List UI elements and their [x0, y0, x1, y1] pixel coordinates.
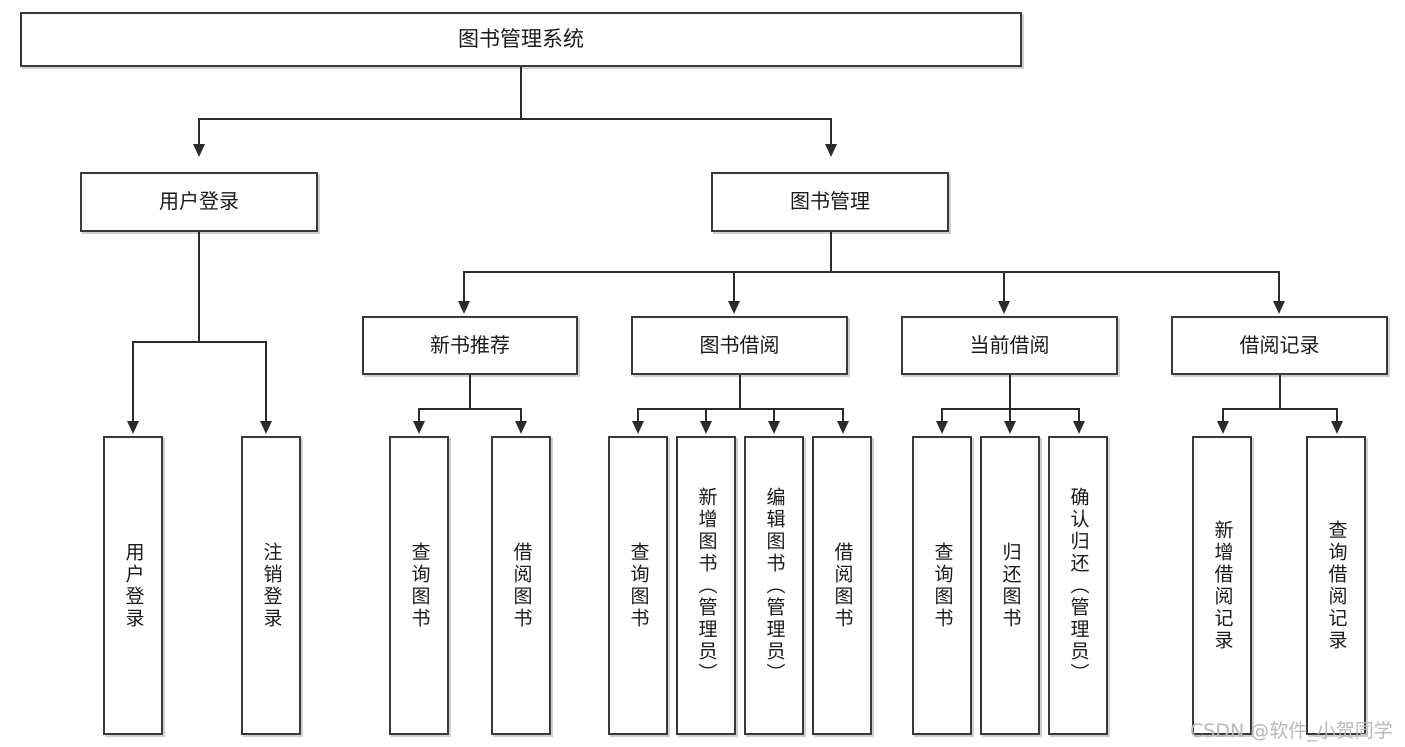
- arrow-to-new-book-recommend: [458, 301, 470, 314]
- edge-current-borrow-trunk: [1009, 375, 1011, 409]
- node-label: 借阅图书: [510, 541, 533, 630]
- node-borrow-record[interactable]: 借阅记录: [1171, 316, 1388, 375]
- edge-current-borrow-drop-1: [941, 408, 943, 423]
- edge-level3-drop-1: [463, 271, 465, 303]
- node-new-book-recommend[interactable]: 新书推荐: [362, 316, 578, 375]
- edge-borrow-record-drop-2: [1336, 408, 1338, 423]
- edge-level3-drop-2: [733, 271, 735, 303]
- edge-borrow-record-bus: [1222, 408, 1338, 410]
- edge-borrow-record-drop-1: [1222, 408, 1224, 423]
- node-root-system[interactable]: 图书管理系统: [20, 12, 1022, 67]
- arrow-root-to-book-management: [825, 144, 837, 157]
- node-user-login[interactable]: 用户登录: [80, 172, 318, 232]
- node-leaf-return-book[interactable]: 归还图书: [980, 436, 1040, 735]
- edge-new-book-trunk: [469, 375, 471, 409]
- node-label: 编辑图书（管理员）: [763, 486, 786, 685]
- csdn-watermark: CSDN @软件_小贺同学: [1190, 720, 1393, 742]
- node-leaf-user-login[interactable]: 用户登录: [103, 436, 163, 735]
- node-book-management[interactable]: 图书管理: [711, 172, 949, 232]
- node-leaf-query-book-1[interactable]: 查询图书: [389, 436, 449, 735]
- edge-new-book-bus: [418, 408, 522, 410]
- edge-user-login-trunk: [198, 232, 200, 342]
- edge-current-borrow-drop-2: [1009, 408, 1011, 423]
- node-label: 新增图书（管理员）: [695, 486, 718, 685]
- node-label: 新增借阅记录: [1211, 519, 1234, 652]
- node-leaf-borrow-book-2[interactable]: 借阅图书: [812, 436, 872, 735]
- arrow-to-borrow-record: [1273, 301, 1285, 314]
- edge-book-borrow-drop-1: [637, 408, 639, 423]
- node-label: 查询图书: [627, 541, 650, 630]
- node-current-borrow[interactable]: 当前借阅: [901, 316, 1118, 375]
- edge-book-management-bus: [463, 271, 1280, 273]
- node-label: 图书借阅: [699, 332, 780, 357]
- edge-root-to-book-management: [830, 118, 832, 146]
- node-leaf-confirm-return[interactable]: 确认归还（管理员）: [1048, 436, 1108, 735]
- edge-user-login-drop-1: [132, 341, 134, 423]
- node-label: 查询借阅记录: [1325, 519, 1348, 652]
- node-label: 查询图书: [408, 541, 431, 630]
- arrow-to-leaf-confirm-return: [1073, 421, 1085, 434]
- node-label: 图书管理: [790, 189, 870, 214]
- arrow-to-leaf-query-book-3: [936, 421, 948, 434]
- node-leaf-query-record[interactable]: 查询借阅记录: [1306, 436, 1366, 735]
- node-label: 归还图书: [999, 541, 1022, 630]
- arrow-to-book-borrow: [728, 301, 740, 314]
- node-leaf-add-book[interactable]: 新增图书（管理员）: [676, 436, 736, 735]
- node-leaf-edit-book[interactable]: 编辑图书（管理员）: [744, 436, 804, 735]
- arrow-to-leaf-logout-login: [260, 421, 272, 434]
- edge-borrow-record-trunk: [1279, 375, 1281, 409]
- node-label: 当前借阅: [969, 332, 1050, 357]
- edge-new-book-drop-2: [520, 408, 522, 423]
- node-leaf-logout-login[interactable]: 注销登录: [241, 436, 301, 735]
- arrow-to-leaf-add-book: [700, 421, 712, 434]
- edge-user-login-bus: [132, 341, 266, 343]
- edge-book-borrow-trunk: [739, 375, 741, 409]
- node-label: 借阅图书: [831, 541, 854, 630]
- arrow-to-leaf-query-book-1: [413, 421, 425, 434]
- node-leaf-query-book-3[interactable]: 查询图书: [912, 436, 972, 735]
- edge-book-borrow-drop-2: [705, 408, 707, 423]
- edge-book-borrow-drop-4: [842, 408, 844, 423]
- node-label: 借阅记录: [1239, 332, 1320, 357]
- arrow-to-leaf-edit-book: [768, 421, 780, 434]
- arrow-to-leaf-return-book: [1004, 421, 1016, 434]
- node-label: 用户登录: [122, 541, 145, 630]
- edge-book-borrow-bus: [637, 408, 844, 410]
- arrow-to-leaf-borrow-book-2: [837, 421, 849, 434]
- edge-root-trunk: [520, 67, 522, 119]
- node-book-borrow[interactable]: 图书借阅: [631, 316, 848, 375]
- node-label: 注销登录: [260, 541, 283, 630]
- edge-current-borrow-drop-3: [1078, 408, 1080, 423]
- edge-root-to-user-login: [198, 118, 200, 146]
- node-label: 图书管理系统: [458, 27, 584, 52]
- node-leaf-borrow-book-1[interactable]: 借阅图书: [491, 436, 551, 735]
- arrow-root-to-user-login: [193, 144, 205, 157]
- edge-user-login-drop-2: [265, 341, 267, 423]
- node-label: 新书推荐: [430, 332, 510, 357]
- node-label: 查询图书: [931, 541, 954, 630]
- arrow-to-leaf-borrow-book-1: [515, 421, 527, 434]
- node-leaf-query-book-2[interactable]: 查询图书: [608, 436, 668, 735]
- edge-level3-drop-3: [1003, 271, 1005, 303]
- node-label: 确认归还（管理员）: [1067, 486, 1090, 685]
- edge-level3-drop-4: [1278, 271, 1280, 303]
- edge-book-borrow-drop-3: [773, 408, 775, 423]
- node-label: 用户登录: [159, 189, 239, 214]
- arrow-to-leaf-query-book-2: [632, 421, 644, 434]
- edge-new-book-drop-1: [418, 408, 420, 423]
- node-leaf-add-record[interactable]: 新增借阅记录: [1192, 436, 1252, 735]
- arrow-to-leaf-user-login: [127, 421, 139, 434]
- arrow-to-leaf-query-record: [1331, 421, 1343, 434]
- arrow-to-leaf-add-record: [1217, 421, 1229, 434]
- edge-root-bus: [198, 118, 832, 120]
- arrow-to-current-borrow: [998, 301, 1010, 314]
- edge-book-management-trunk: [830, 232, 832, 272]
